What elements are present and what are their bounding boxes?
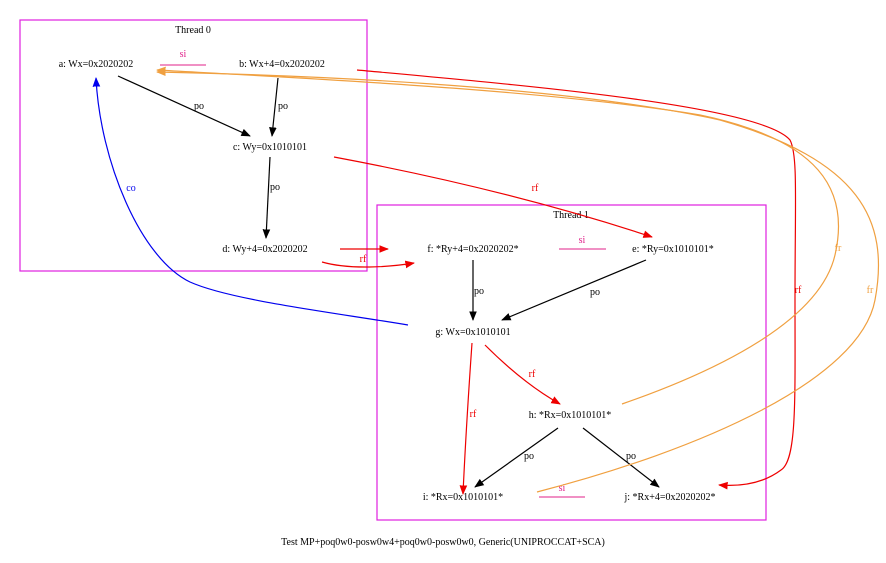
rf-label-c-e: rf (532, 183, 539, 194)
node-c: c: Wy=0x1010101 (233, 142, 307, 153)
si-label-a-b: si (180, 49, 187, 60)
po-edge-c-d (262, 156, 271, 239)
po-label-a-c: po (194, 101, 204, 112)
graph-caption: Test MP+poq0w0-posw0w4+poq0w0-posw0w0, G… (281, 537, 605, 548)
node-d: d: Wy+4=0x2020202 (222, 244, 307, 255)
po-label-b-c: po (278, 101, 288, 112)
rf-edge-d-f-2 (321, 260, 415, 269)
si-label-f-e: si (579, 235, 586, 246)
node-a: a: Wx=0x2020202 (59, 59, 134, 70)
po-label-f-g: po (474, 286, 484, 297)
rf-edge-b-j (356, 69, 797, 490)
co-edge-g-a (92, 77, 409, 326)
rf-label-g-i: rf (470, 409, 477, 420)
thread-1-label: Thread 1 (553, 210, 589, 221)
node-j: j: *Rx+4=0x2020202* (623, 492, 715, 503)
fr-edge-i-a (156, 68, 880, 493)
node-i: i: *Rx=0x1010101* (423, 492, 503, 503)
node-b: b: Wx+4=0x2020202 (239, 59, 325, 70)
po-edge-h-j (582, 427, 660, 488)
thread-1-cluster (376, 204, 767, 521)
fr-label-i-a: fr (867, 285, 874, 296)
po-label-h-j: po (626, 451, 636, 462)
rf-edge-g-i (459, 342, 473, 495)
thread-0-label: Thread 0 (175, 25, 211, 36)
po-edge-h-i (474, 427, 559, 488)
thread-0-cluster (19, 19, 368, 272)
si-label-i-j: si (559, 483, 566, 494)
rf-label-b-j: rf (795, 285, 802, 296)
rf-label-g-h: rf (529, 369, 536, 380)
rf-edge-g-h (484, 344, 561, 405)
po-label-c-d: po (270, 182, 280, 193)
po-edge-e-g (501, 259, 647, 321)
po-label-e-g: po (590, 287, 600, 298)
node-h: h: *Rx=0x1010101* (529, 410, 612, 421)
rf-label-d-f: rf (360, 254, 367, 265)
node-g: g: Wx=0x1010101 (435, 327, 510, 338)
po-edge-a-c (117, 75, 251, 137)
po-edge-b-c (269, 77, 279, 137)
fr-label-h-a: fr (835, 243, 842, 254)
co-label-g-a: co (126, 183, 135, 194)
node-e: e: *Ry=0x1010101* (632, 244, 714, 255)
fr-edge-h-a (156, 66, 840, 405)
po-label-h-i: po (524, 451, 534, 462)
node-f: f: *Ry+4=0x2020202* (427, 244, 518, 255)
rf-edge-c-e (333, 156, 653, 238)
